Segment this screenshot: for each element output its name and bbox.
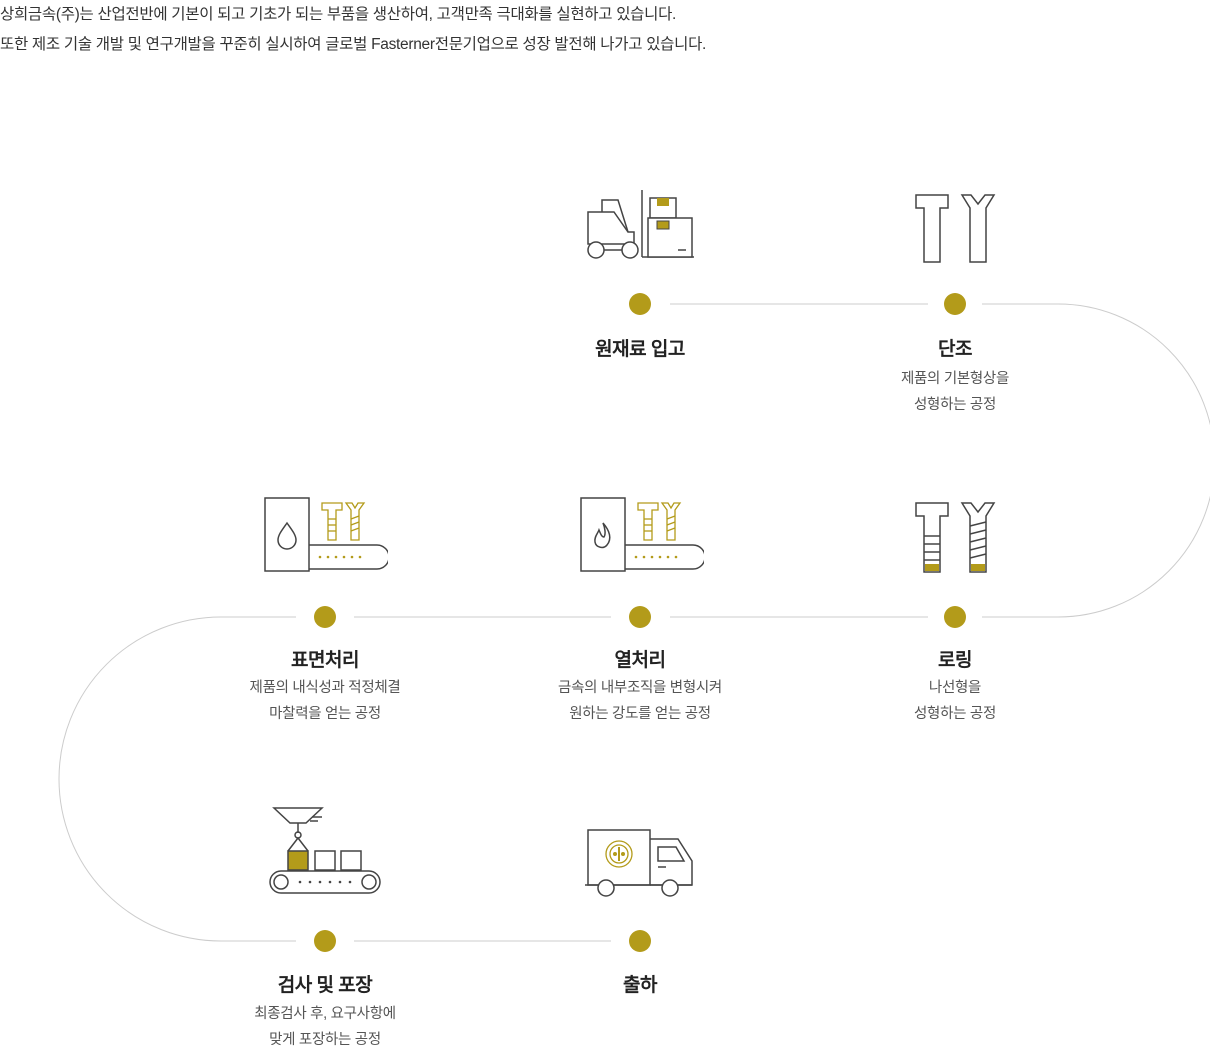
step-marker: [629, 293, 651, 315]
bolt-blanks-icon: [915, 194, 996, 263]
threaded-bolts-icon: [915, 502, 996, 573]
step-title: 출하: [623, 975, 657, 996]
step-description: 최종검사 후, 요구사항에 맞게 포장하는 공정: [254, 1006, 396, 1048]
step-title: 로링: [938, 650, 972, 671]
intro-line-2: 또한 제조 기술 개발 및 연구개발을 꾸준히 실시하여 글로벌 Fastern…: [0, 36, 707, 53]
step-description: 제품의 기본형상을 성형하는 공정: [900, 371, 1010, 413]
intro-line-1: 상희금속(주)는 산업전반에 기본이 되고 기초가 되는 부품을 생산하여, 고…: [0, 6, 677, 23]
forklift-icon: [587, 190, 694, 259]
step-description: 금속의 내부조직을 변형시켜 원하는 강도를 얻는 공정: [558, 680, 722, 722]
step-title: 표면처리: [291, 650, 359, 671]
step-marker: [629, 606, 651, 628]
step-description: 나선형을 성형하는 공정: [914, 680, 996, 722]
step-title: 단조: [938, 339, 972, 360]
step-marker: [629, 930, 651, 952]
step-title: 검사 및 포장: [277, 975, 373, 996]
step-description: 제품의 내식성과 적정체결 마찰력을 얻는 공정: [249, 680, 401, 722]
step-title: 원재료 입고: [595, 339, 685, 360]
step-marker: [314, 930, 336, 952]
coating-icon: [264, 497, 388, 572]
step-marker: [314, 606, 336, 628]
step-marker: [944, 293, 966, 315]
step-marker: [944, 606, 966, 628]
delivery-truck-icon: [585, 829, 693, 897]
packing-line-icon: [269, 807, 381, 894]
intro-text: 상희금속(주)는 산업전반에 기본이 되고 기초가 되는 부품을 생산하여, 고…: [0, 0, 1210, 60]
step-title: 열처리: [614, 650, 666, 671]
furnace-icon: [580, 497, 704, 572]
